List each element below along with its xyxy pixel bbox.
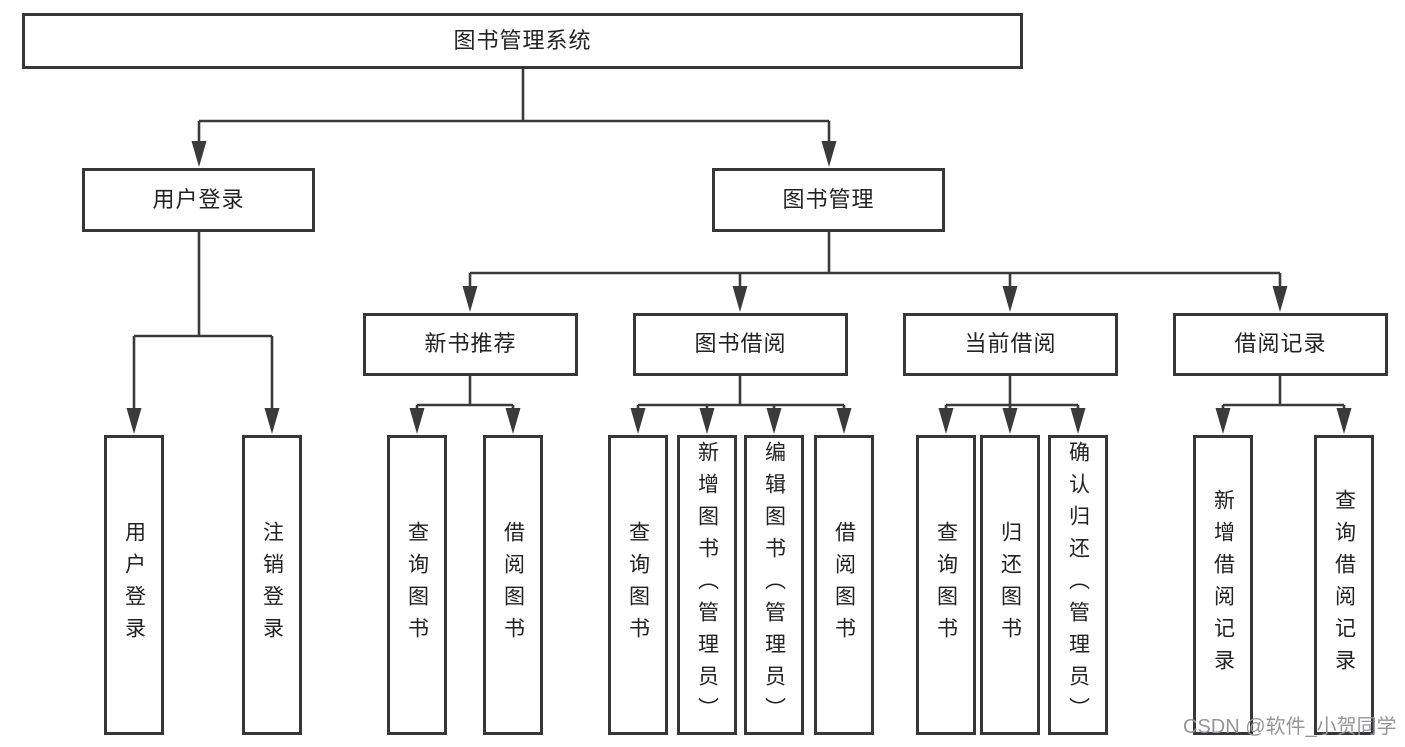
arrowhead [1336, 408, 1352, 434]
arrowhead [938, 408, 954, 434]
leaf-borrow-book-recommend: 借阅图书 [483, 435, 543, 735]
arrowhead [264, 408, 280, 434]
leaf-query-book-current: 查询图书 [916, 435, 976, 735]
arrowhead [836, 408, 852, 434]
node-root: 图书管理系统 [22, 13, 1023, 69]
arrowhead [126, 408, 142, 434]
node-book-borrow: 图书借阅 [633, 313, 848, 376]
leaf-query-borrow-record: 查询借阅记录 [1314, 435, 1374, 735]
arrowhead [191, 141, 207, 167]
arrowhead [505, 408, 521, 434]
node-borrow-records: 借阅记录 [1173, 313, 1388, 376]
leaf-confirm-return-admin: 确认归还（管理员） [1048, 435, 1108, 735]
connector-borrow-records [1221, 376, 1346, 418]
arrowhead [1215, 408, 1231, 434]
leaf-logout: 注销登录 [242, 435, 302, 735]
leaf-query-book-recommend: 查询图书 [387, 435, 447, 735]
leaf-user-login: 用户登录 [104, 435, 164, 735]
node-book-management: 图书管理 [712, 168, 945, 232]
leaf-borrow-book: 借阅图书 [814, 435, 874, 735]
connector-new-book-rec [415, 376, 515, 418]
connector-book-borrow [636, 376, 846, 418]
leaf-edit-book-admin: 编辑图书（管理员） [744, 435, 804, 735]
arrowhead [462, 286, 478, 312]
arrowhead [1070, 408, 1086, 434]
arrowhead [409, 408, 425, 434]
arrowhead [821, 141, 837, 167]
connector-user-login [132, 232, 274, 418]
node-user-login: 用户登录 [82, 168, 315, 232]
arrowhead [1002, 286, 1018, 312]
leaf-add-borrow-record: 新增借阅记录 [1193, 435, 1253, 735]
arrowhead [1002, 408, 1018, 434]
arrowhead [766, 408, 782, 434]
arrowhead [630, 408, 646, 434]
leaf-return-book: 归还图书 [980, 435, 1040, 735]
arrowhead [732, 286, 748, 312]
node-current-borrow: 当前借阅 [903, 313, 1118, 376]
leaf-query-book-borrow: 查询图书 [608, 435, 668, 735]
connector-book-mgmt [468, 232, 1282, 295]
connector-root [197, 69, 831, 150]
node-new-book-recommend: 新书推荐 [363, 313, 578, 376]
arrowhead [699, 408, 715, 434]
arrowheads [126, 141, 1352, 434]
leaf-add-book-admin: 新增图书（管理员） [677, 435, 737, 735]
arrowhead [1272, 286, 1288, 312]
